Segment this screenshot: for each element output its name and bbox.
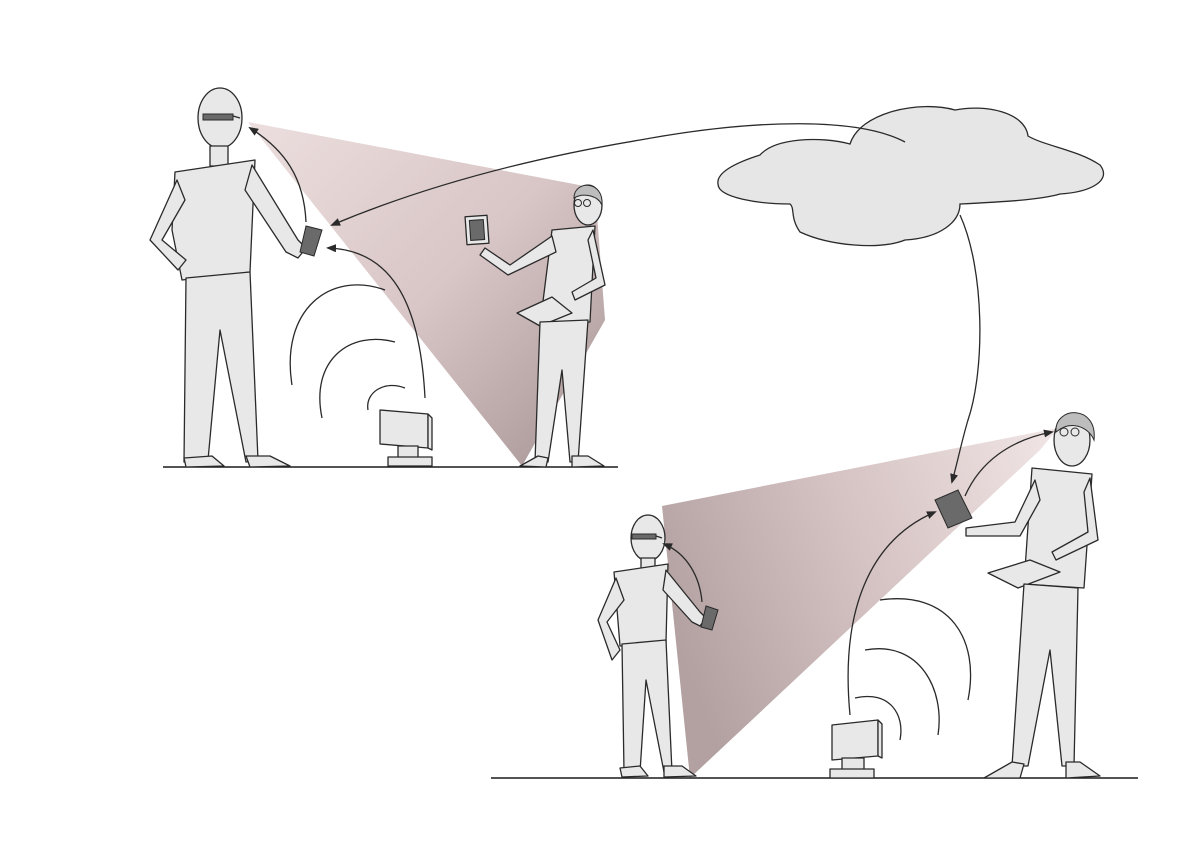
tablet-icon	[464, 214, 490, 246]
glasses-icon	[574, 199, 591, 207]
view-beam-a	[248, 122, 605, 466]
computer-monitor-icon	[379, 409, 433, 467]
paper-sheet-icon-b	[987, 559, 1061, 589]
wireless-signal-icon	[289, 284, 406, 419]
person-glasses-wearer-b	[597, 514, 719, 778]
arrow-monitor-to-phone-a	[326, 244, 426, 399]
smartphone-icon-b	[700, 605, 719, 631]
person-tablet-holder-a	[464, 184, 606, 468]
cloud-icon	[717, 105, 1105, 247]
person-tablet-holder-b	[934, 412, 1101, 779]
scene-a	[149, 87, 618, 468]
computer-monitor-icon-b	[829, 719, 883, 779]
arrow-cloud-to-tablet-b	[950, 214, 981, 484]
tablet-icon-b	[934, 489, 973, 529]
paper-sheet-icon	[516, 296, 573, 327]
person-glasses-wearer-a	[149, 87, 323, 468]
smart-glasses-icon-b	[631, 533, 663, 540]
arrow-monitor-to-tablet-b	[847, 511, 937, 716]
wireless-signal-icon-b	[854, 598, 972, 741]
arrow-tablet-to-glasses-b	[964, 429, 1054, 497]
scene-b	[491, 412, 1138, 779]
smartphone-icon	[299, 225, 323, 257]
smart-glasses-icon	[202, 113, 241, 121]
arrow-phone-to-glasses-a	[248, 126, 307, 223]
arrow-cloud-to-phone-a	[330, 123, 906, 226]
glasses-icon-b	[1059, 427, 1080, 437]
arrow-phone-to-glasses-b	[662, 543, 703, 603]
